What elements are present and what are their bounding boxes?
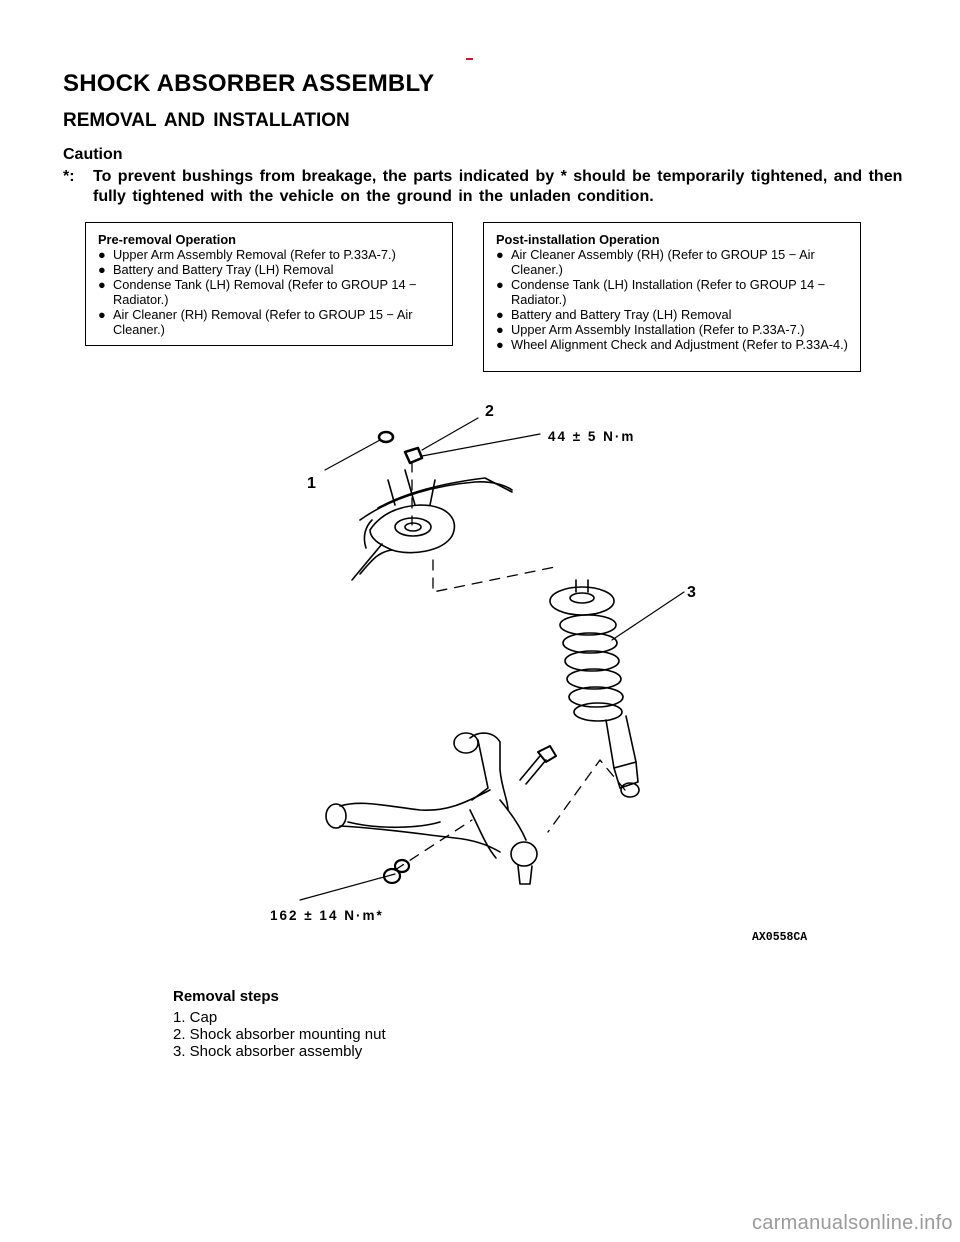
list-item-text: Condense Tank (LH) Installation (Refer t…	[511, 277, 826, 307]
post-installation-title: Post-installation Operation	[496, 232, 660, 247]
list-item-text: Condense Tank (LH) Removal (Refer to GRO…	[113, 277, 417, 307]
list-item-text: Battery and Battery Tray (LH) Removal	[511, 307, 732, 322]
caution-marker: *:	[63, 168, 75, 185]
lower-arm-illustration	[325, 732, 538, 885]
removal-steps: Removal steps 1. Cap 2. Shock absorber m…	[173, 988, 386, 1060]
post-installation-box: Post-installation Operation ● Air Cleaner…	[483, 222, 861, 372]
red-marker-dash	[466, 58, 473, 60]
pre-removal-title: Pre-removal Operation	[98, 232, 236, 247]
list-item: ● Upper Arm Assembly Removal (Refer to P.…	[98, 247, 440, 262]
bullet-icon: ●	[98, 307, 106, 322]
mounting-nut-part	[403, 446, 424, 465]
page-title: SHOCK ABSORBER ASSEMBLY	[63, 70, 435, 97]
callout-1-label: 1	[307, 475, 316, 492]
list-item-text: Air Cleaner Assembly (RH) (Refer to GROU…	[511, 247, 815, 277]
list-item-text: Upper Arm Assembly Installation (Refer t…	[511, 322, 805, 337]
list-item: ● Upper Arm Assembly Installation (Refer …	[496, 322, 848, 337]
removal-steps-title: Removal steps	[173, 988, 279, 1005]
bullet-icon: ●	[98, 277, 106, 292]
bullet-icon: ●	[496, 322, 504, 337]
list-item-text: Battery and Battery Tray (LH) Removal	[113, 262, 334, 277]
list-item: 1. Cap	[173, 1009, 218, 1026]
list-item: 2. Shock absorber mounting nut	[173, 1026, 386, 1043]
list-item: ● Battery and Battery Tray (LH) Removal	[98, 262, 440, 277]
bullet-icon: ●	[496, 247, 504, 262]
caution-note: *: To prevent bushings from breakage, th…	[63, 167, 903, 207]
callout-leaders	[299, 417, 685, 901]
callout-2-label: 2	[485, 403, 494, 420]
torque-lower-label: 162 ± 14 N·m*	[270, 908, 384, 923]
list-item: ● Battery and Battery Tray (LH) Removal	[496, 307, 848, 322]
assembly-guide-lines	[394, 461, 626, 871]
bullet-icon: ●	[98, 262, 106, 277]
section-heading: REMOVAL AND INSTALLATION	[63, 110, 350, 131]
caution-text: To prevent bushings from breakage, the p…	[93, 168, 903, 205]
body-mount-illustration	[351, 469, 513, 581]
cap-part	[377, 430, 395, 444]
callout-3-label: 3	[687, 584, 696, 601]
bolt-part	[519, 745, 557, 785]
caution-label: Caution	[63, 146, 123, 163]
watermark: carmanualsonline.info	[752, 1212, 953, 1234]
list-item: ● Condense Tank (LH) Removal (Refer to GR…	[98, 277, 440, 307]
list-item-text: Air Cleaner (RH) Removal (Refer to GROUP…	[113, 307, 413, 337]
list-item: ● Wheel Alignment Check and Adjustment (R…	[496, 337, 848, 352]
list-item-text: Wheel Alignment Check and Adjustment (Re…	[511, 337, 848, 352]
figure-code: AX0558CA	[752, 931, 807, 944]
list-item: ● Condense Tank (LH) Installation (Refer …	[496, 277, 848, 307]
torque-upper-label: 44 ± 5 N·m	[548, 429, 635, 444]
bullet-icon: ●	[496, 307, 504, 322]
list-item-text: Upper Arm Assembly Removal (Refer to P.3…	[113, 247, 396, 262]
lower-nut-part	[382, 858, 411, 885]
pre-removal-box: Pre-removal Operation ● Upper Arm Assembl…	[85, 222, 453, 346]
list-item: ● Air Cleaner (RH) Removal (Refer to GROU…	[98, 307, 440, 337]
list-item: 3. Shock absorber assembly	[173, 1043, 363, 1060]
exploded-view-diagram: 1 2 3 44 ± 5 N·m 162 ± 14 N·m* AX0558CA	[270, 403, 807, 944]
list-item: ● Air Cleaner Assembly (RH) (Refer to GRO…	[496, 247, 848, 277]
bullet-icon: ●	[496, 337, 504, 352]
bullet-icon: ●	[496, 277, 504, 292]
shock-absorber-part	[549, 579, 640, 798]
bullet-icon: ●	[98, 247, 106, 262]
